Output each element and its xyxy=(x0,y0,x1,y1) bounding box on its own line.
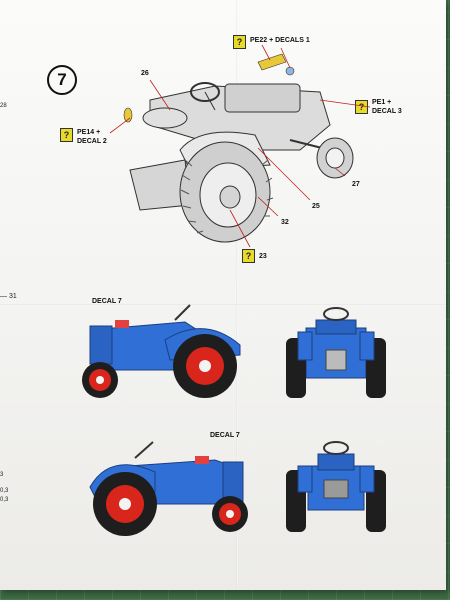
part-number-32: 32 xyxy=(281,219,289,226)
part-number-26: 26 xyxy=(141,70,149,77)
tractor-side-view-left xyxy=(82,304,241,398)
help-icon-pe22: ? xyxy=(233,35,246,49)
callout-pe22-decals-1: PE22 + DECALS 1 xyxy=(250,37,310,44)
fold-line-vertical xyxy=(236,0,238,590)
edge-mark-31: — 31 xyxy=(0,293,17,300)
callout-part-23: 23 xyxy=(259,253,267,260)
edge-mark-03b: 0,3 xyxy=(0,497,9,503)
step-number-badge: 7 xyxy=(47,65,77,95)
tractor-side-view-right xyxy=(89,441,248,536)
instruction-sheet: 28 — 31 3 0,3 0,3 7 ? PE22 + DECALS 1 ? … xyxy=(0,0,446,590)
tractor-front-view-bottom xyxy=(286,441,386,532)
assembly-drawing xyxy=(109,44,371,248)
callout-pe1-line1: PE1 + xyxy=(372,99,392,106)
fold-line-horizontal xyxy=(0,304,446,306)
help-icon-pe23: ? xyxy=(242,249,255,263)
help-icon-pe14: ? xyxy=(60,128,73,142)
callout-pe14-line2: DECAL 2 xyxy=(77,138,107,145)
edge-mark-28: 28 xyxy=(0,103,7,109)
label-decal-7-top: DECAL 7 xyxy=(92,298,122,305)
label-decal-7-bottom: DECAL 7 xyxy=(210,432,240,439)
tractor-rear-view-top xyxy=(286,307,386,398)
callout-pe1-line2: DECAL 3 xyxy=(372,108,402,115)
edge-mark-03a: 0,3 xyxy=(0,488,9,494)
callout-pe14-line1: PE14 + xyxy=(77,129,101,136)
edge-mark-3: 3 xyxy=(0,472,4,478)
part-number-27: 27 xyxy=(352,181,360,188)
part-number-25: 25 xyxy=(312,203,320,210)
